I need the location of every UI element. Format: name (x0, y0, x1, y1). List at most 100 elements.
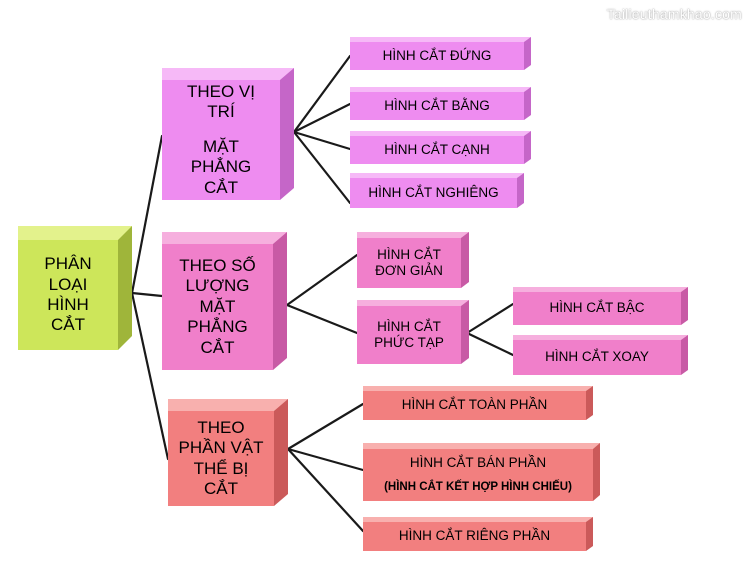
root-line: LOẠI (48, 274, 88, 294)
branch-part-side (274, 399, 288, 506)
connector-position-side (292, 130, 352, 151)
leaf-simple-section: HÌNH CẮT ĐƠN GIẢN (357, 232, 469, 288)
branch-part-line: THỂ BỊ (193, 458, 249, 478)
leaf-full-section: HÌNH CẮT TOÀN PHẦN (363, 386, 593, 420)
leaf-face: HÌNH CẮT BẬC (513, 292, 681, 325)
connector-count-complex (285, 303, 359, 335)
branch-position-line: CẮT (204, 177, 238, 197)
connector-count-simple (285, 253, 359, 307)
connector-complex-step (465, 302, 515, 335)
leaf-top (350, 131, 531, 136)
leaf-step-section: HÌNH CẮT BẬC (513, 287, 688, 325)
leaf-face: HÌNH CẮT ĐỨNG (350, 42, 524, 70)
leaf-label: HÌNH CẮT BÁN PHẦN (409, 455, 547, 470)
connector-root-position (130, 134, 164, 295)
root-line: PHÂN (44, 254, 92, 274)
leaf-side (593, 443, 600, 501)
leaf-side (524, 37, 531, 70)
branch-position-line: PHẲNG (190, 157, 252, 177)
leaf-top (513, 335, 688, 340)
branch-count-face: THEO SỐ LƯỢNG MẶT PHẲNG CẮT (162, 244, 273, 370)
leaf-label: HÌNH CẮT (377, 246, 441, 262)
leaf-face: HÌNH CẮT NGHIÊNG (350, 178, 517, 208)
leaf-side-section: HÌNH CẮT CẠNH (350, 131, 531, 164)
root-node-top (18, 226, 132, 240)
branch-part-top (168, 399, 288, 411)
branch-count-line: LƯỢNG (185, 276, 250, 296)
branch-position-node: THEO VỊ TRÍ MẶT PHẲNG CẮT (162, 68, 294, 200)
branch-part-line: CẮT (204, 478, 238, 498)
leaf-top (350, 37, 531, 42)
branch-part-face: THEO PHẦN VẬT THỂ BỊ CẮT (168, 411, 274, 506)
branch-position-line: THEO VỊ (186, 82, 255, 102)
leaf-partial-section: HÌNH CẮT RIÊNG PHẦN (363, 517, 593, 551)
leaf-top (350, 173, 524, 178)
leaf-label: HÌNH CẮT NGHIÊNG (368, 184, 499, 200)
leaf-top (357, 300, 469, 306)
branch-count-line: CẮT (200, 337, 235, 357)
branch-count-node: THEO SỐ LƯỢNG MẶT PHẲNG CẮT (162, 232, 287, 370)
leaf-rotate-section: HÌNH CẮT XOAY (513, 335, 688, 375)
leaf-label: HÌNH CẮT ĐỨNG (382, 47, 492, 63)
leaf-standing-section: HÌNH CẮT ĐỨNG (350, 37, 531, 70)
leaf-top (363, 386, 593, 391)
branch-position-line: MẶT (203, 136, 239, 156)
branch-count-line: PHẲNG (187, 317, 248, 337)
root-node-side (118, 226, 132, 350)
leaf-side (524, 131, 531, 164)
leaf-side (517, 173, 524, 208)
root-node: PHÂN LOẠI HÌNH CẮT (18, 226, 132, 350)
leaf-label: HÌNH CẮT TOÀN PHẦN (401, 397, 548, 413)
leaf-side (461, 300, 469, 364)
leaf-face: HÌNH CẮT PHỨC TẠP (357, 306, 461, 364)
leaf-complex-section: HÌNH CẮT PHỨC TẠP (357, 300, 469, 364)
leaf-face: HÌNH CẮT ĐƠN GIẢN (357, 238, 461, 288)
leaf-top (513, 287, 688, 292)
leaf-note: (HÌNH CẮT KẾT HỢP HÌNH CHIẾU) (384, 481, 572, 494)
connector-position-horizontal (292, 102, 352, 134)
leaf-horizontal-section: HÌNH CẮT BẰNG (350, 87, 531, 120)
watermark-text: Tailieuthamkhao.com (606, 6, 742, 22)
leaf-face: HÌNH CẮT CẠNH (350, 136, 524, 164)
leaf-top (350, 87, 531, 92)
connector-root-part (130, 291, 170, 461)
leaf-half-section: HÌNH CẮT BÁN PHẦN (HÌNH CẮT KẾT HỢP HÌNH… (363, 443, 600, 501)
leaf-top (363, 443, 600, 449)
branch-count-side (273, 232, 287, 370)
leaf-side (681, 335, 688, 375)
leaf-oblique-section: HÌNH CẮT NGHIÊNG (350, 173, 524, 208)
leaf-face: HÌNH CẮT RIÊNG PHẦN (363, 522, 586, 551)
branch-position-top (162, 68, 294, 80)
branch-position-line: TRÍ (207, 102, 235, 122)
leaf-label: HÌNH CẮT XOAY (545, 349, 649, 365)
leaf-label: HÌNH CẮT BẬC (549, 300, 645, 316)
connector-root-count (130, 291, 164, 298)
branch-count-top (162, 232, 287, 244)
connector-part-full (286, 402, 365, 451)
leaf-side (586, 517, 593, 551)
leaf-face: HÌNH CẮT XOAY (513, 340, 681, 375)
leaf-side (586, 386, 593, 420)
branch-position-face: THEO VỊ TRÍ MẶT PHẲNG CẮT (162, 80, 280, 200)
leaf-label: ĐƠN GIẢN (375, 263, 443, 278)
leaf-label: HÌNH CẮT (377, 318, 441, 334)
leaf-side (681, 287, 688, 325)
branch-count-line: MẶT (199, 296, 236, 316)
leaf-face: HÌNH CẮT BẰNG (350, 92, 524, 120)
leaf-label: PHỨC TẠP (374, 335, 444, 350)
leaf-side (461, 232, 469, 288)
branch-position-side (280, 68, 294, 200)
leaf-label: HÌNH CẮT BẰNG (384, 97, 490, 113)
leaf-face: HÌNH CẮT BÁN PHẦN (HÌNH CẮT KẾT HỢP HÌNH… (363, 449, 593, 501)
leaf-face: HÌNH CẮT TOÀN PHẦN (363, 391, 586, 420)
root-node-face: PHÂN LOẠI HÌNH CẮT (18, 240, 118, 350)
leaf-label: HÌNH CẮT CẠNH (384, 141, 490, 157)
leaf-label: HÌNH CẮT RIÊNG PHẦN (398, 528, 551, 544)
branch-part-node: THEO PHẦN VẬT THỂ BỊ CẮT (168, 399, 288, 506)
connector-position-oblique (292, 130, 352, 205)
branch-part-line: PHẦN VẬT (178, 438, 264, 458)
branch-part-line: THEO (197, 417, 245, 437)
connector-complex-rotate (465, 331, 515, 357)
connector-part-half (286, 447, 365, 472)
root-line: CẮT (51, 315, 85, 335)
